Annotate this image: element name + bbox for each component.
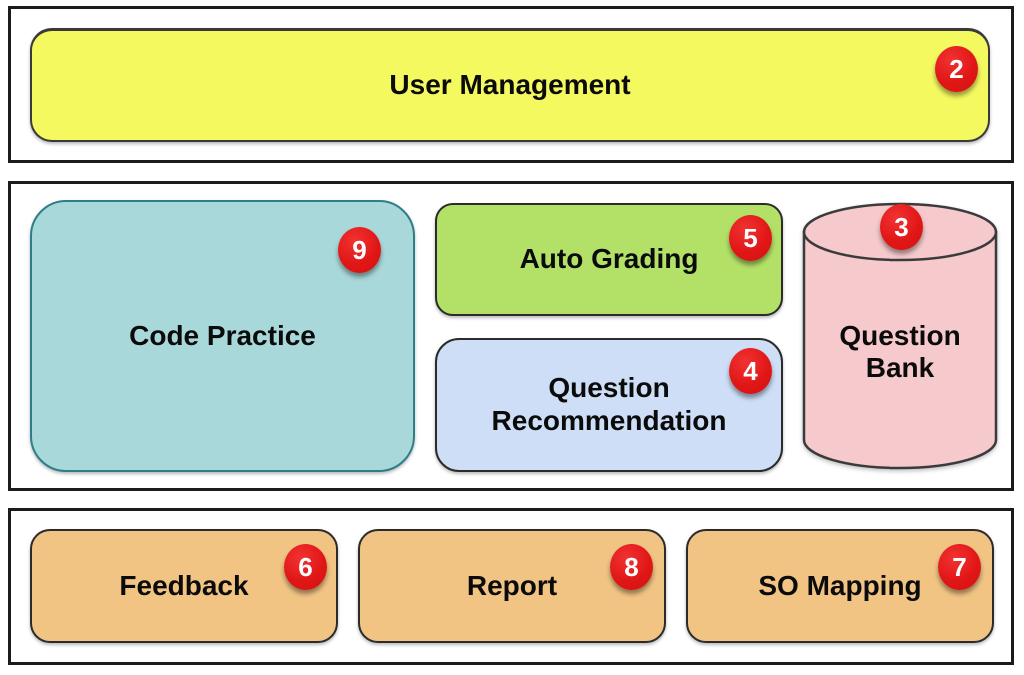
badge-3: 3 [880, 204, 923, 250]
node-so-mapping: SO Mapping 7 [686, 529, 994, 643]
node-question-recommendation: Question Recommendation 4 [435, 338, 783, 472]
node-feedback: Feedback 6 [30, 529, 338, 643]
node-label: User Management [389, 69, 631, 101]
node-question-bank: Question Bank 3 [802, 202, 998, 470]
badge-number: 2 [949, 53, 964, 84]
badge-5: 5 [729, 215, 772, 261]
node-report: Report 8 [358, 529, 666, 643]
top-section-frame: User Management 2 [8, 6, 1014, 163]
node-label: Report [466, 569, 558, 601]
node-label: Question Bank [839, 320, 961, 383]
bottom-section-frame: Feedback 6 Report 8 SO Mapping 7 [8, 508, 1014, 665]
node-label: SO Mapping [758, 569, 922, 601]
node-label: Feedback [119, 569, 249, 601]
badge-7: 7 [938, 544, 981, 590]
node-label: Question Recommendation [491, 372, 727, 436]
badge-number: 9 [352, 234, 367, 265]
node-user-management: User Management 2 [30, 28, 990, 142]
badge-number: 5 [743, 222, 758, 253]
badge-number: 4 [743, 355, 758, 386]
node-code-practice: Code Practice 9 [30, 200, 415, 472]
badge-2: 2 [935, 46, 978, 92]
badge-number: 6 [298, 551, 313, 582]
badge-number: 7 [952, 551, 967, 582]
middle-section-frame: Code Practice 9 Auto Grading 5 Question … [8, 181, 1014, 491]
node-label: Code Practice [129, 319, 316, 351]
badge-number: 8 [624, 551, 639, 582]
badge-8: 8 [610, 544, 653, 590]
badge-9: 9 [338, 227, 381, 273]
badge-6: 6 [284, 544, 327, 590]
node-auto-grading: Auto Grading 5 [435, 203, 783, 316]
node-label: Auto Grading [519, 243, 699, 275]
badge-number: 3 [894, 211, 909, 242]
badge-4: 4 [729, 348, 772, 394]
